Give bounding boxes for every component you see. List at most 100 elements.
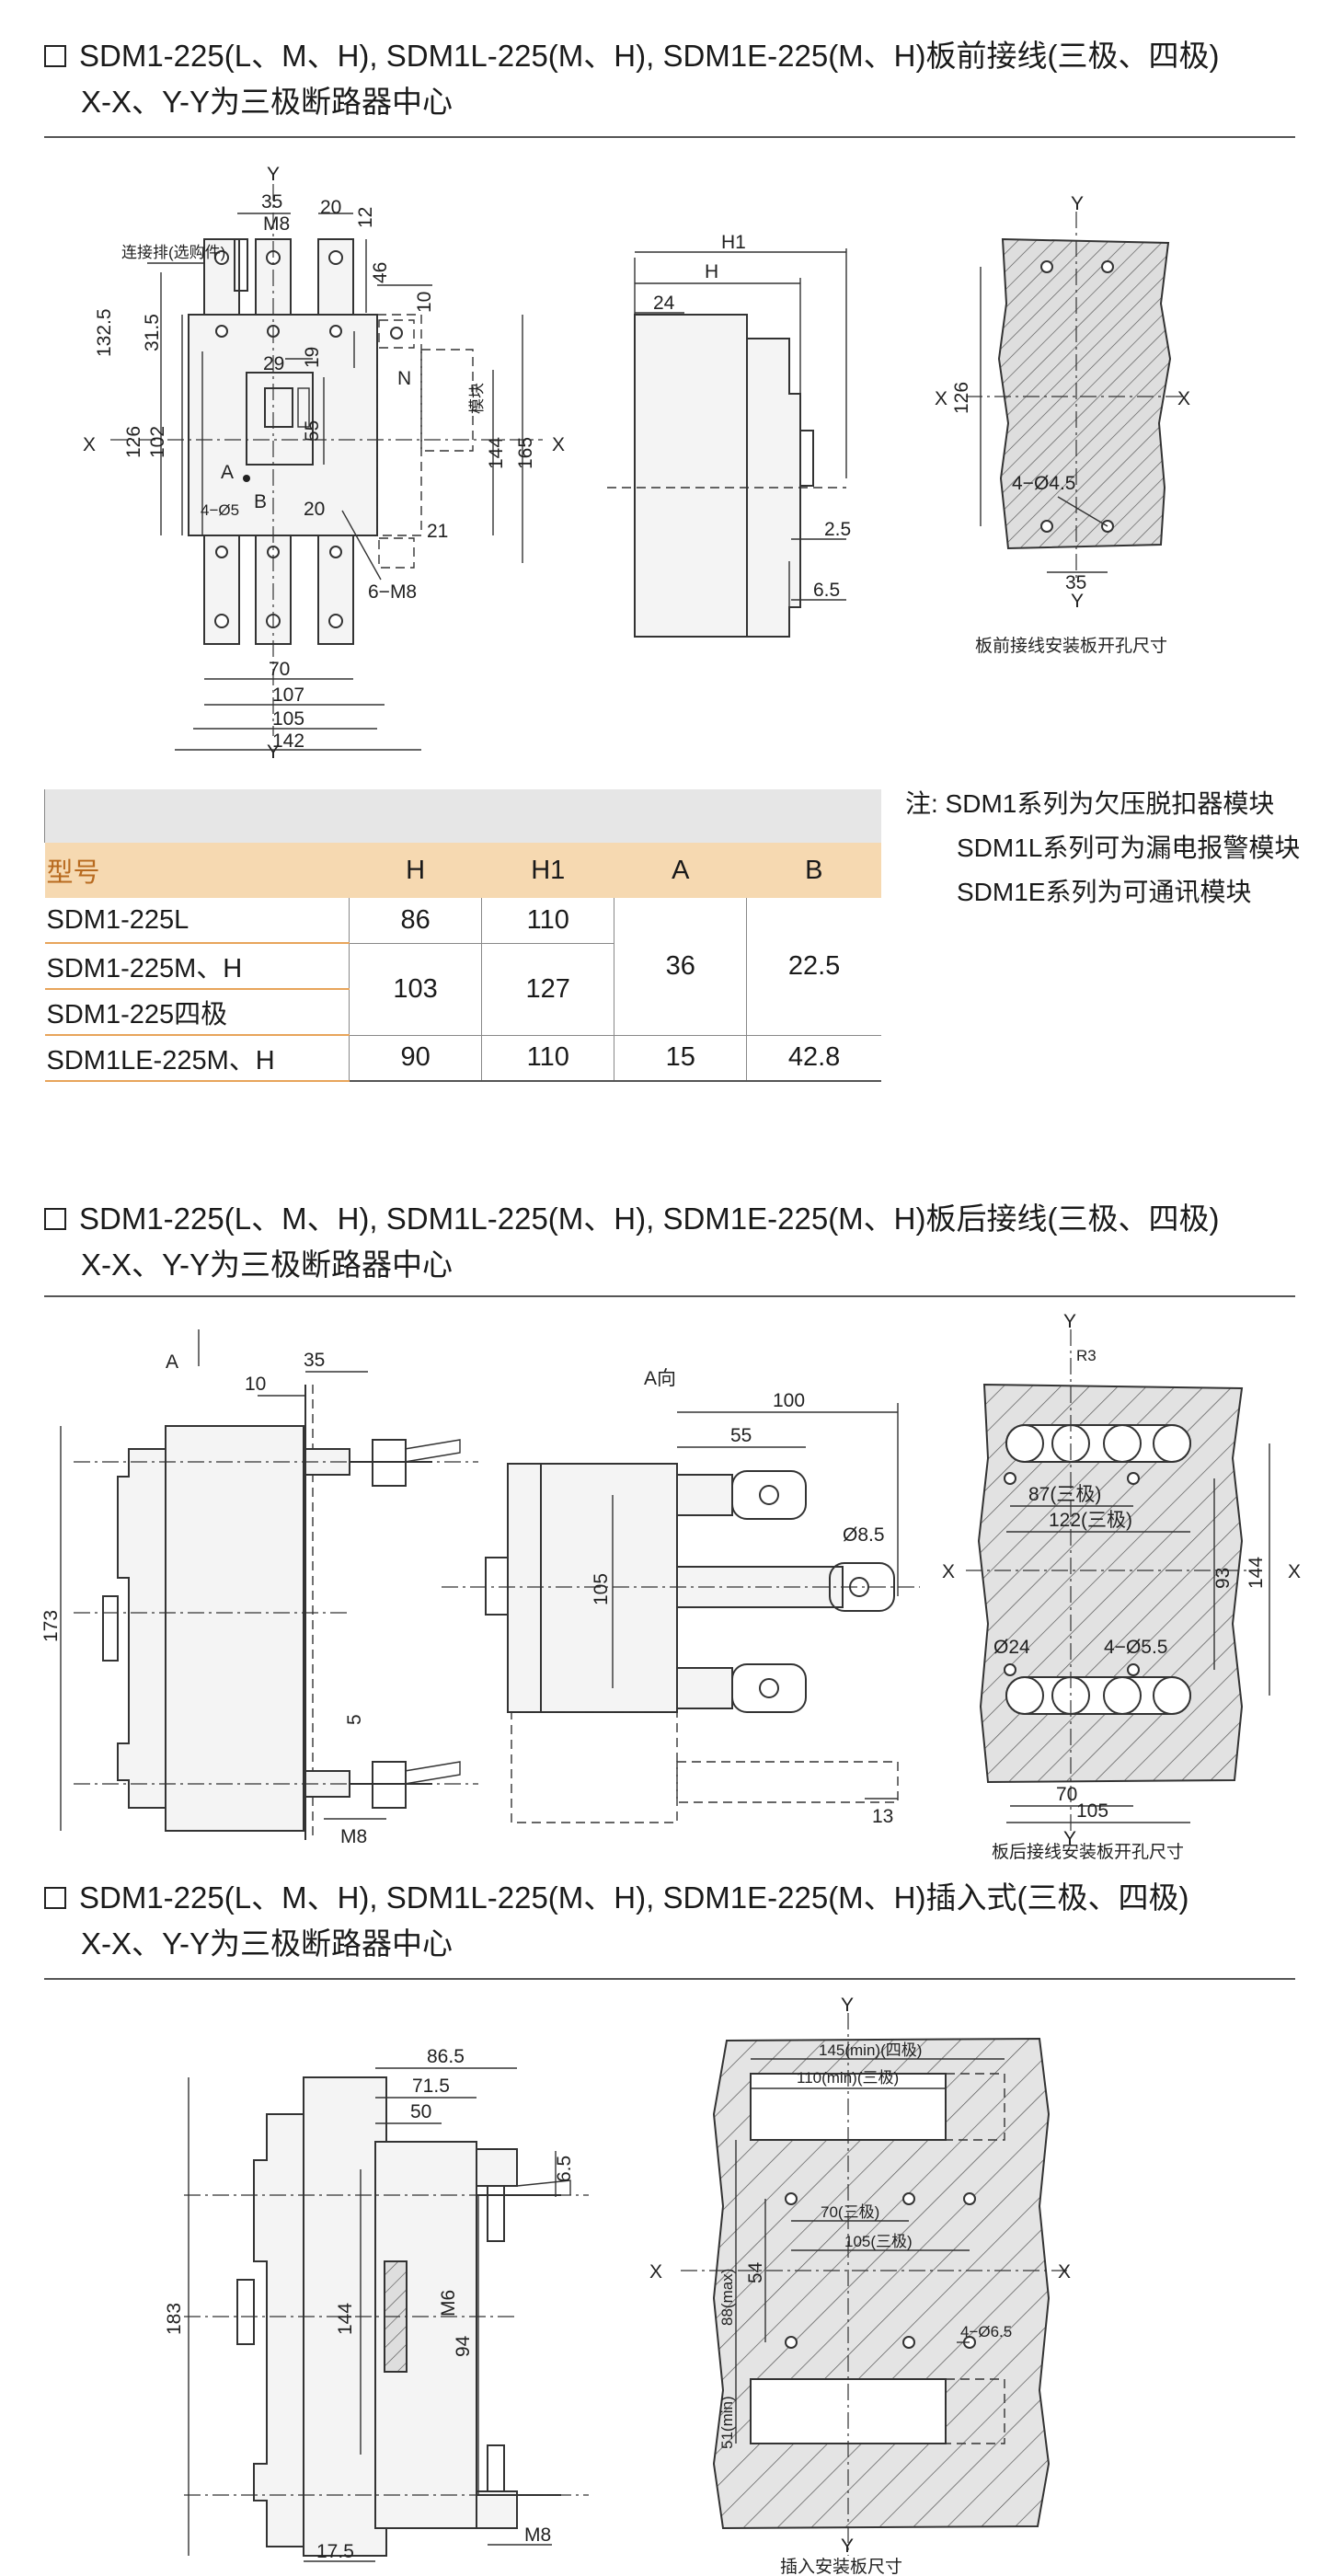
spec-table: 型号 H H1 A B SDM1-225L 86 110 36 22.5 SDM… xyxy=(44,789,881,1082)
terminal-bolt xyxy=(329,546,342,558)
plugin-dim-144: 144 xyxy=(335,2303,356,2335)
plugin-window-top-4p xyxy=(945,2073,1005,2141)
panel-axis-x: X xyxy=(935,388,947,409)
plugin-panel-dim-105: 105(三极) xyxy=(844,2233,913,2250)
cell-b: 42.8 xyxy=(746,1035,881,1082)
cell-h1: 127 xyxy=(481,943,614,1036)
plugin-nut-top xyxy=(487,2185,505,2242)
cell-a: 15 xyxy=(614,1035,747,1082)
aview-title: A向 xyxy=(644,1368,676,1389)
header-h: H xyxy=(349,843,482,898)
front-view xyxy=(110,184,543,751)
table-row: SDM1-225L 86 110 36 22.5 xyxy=(44,898,881,1036)
plugin-panel-dim-110: 110(min)(三极) xyxy=(797,2069,899,2087)
mount-hole xyxy=(902,2336,915,2349)
plugin-panel-dim-88: 88(max) xyxy=(718,2269,736,2326)
front-dim-29: 29 xyxy=(263,353,284,374)
front-dim-142: 142 xyxy=(272,730,304,752)
checkbox-square-icon xyxy=(44,1887,66,1909)
front-dim-31-5: 31.5 xyxy=(142,314,163,351)
plugin-stud-top xyxy=(476,2148,518,2187)
plugin-dim-50: 50 xyxy=(410,2101,431,2122)
side-dim-h: H xyxy=(705,261,718,282)
front-dim-126: 126 xyxy=(123,426,144,458)
front-callout-module: 模块 xyxy=(468,383,486,414)
rear-panel-axis-x: X xyxy=(942,1561,955,1582)
terminal-bolt xyxy=(328,614,343,628)
header-a: A xyxy=(614,843,747,898)
checkbox-square-icon xyxy=(44,1208,66,1230)
handle xyxy=(264,387,293,428)
terminal-bolt xyxy=(215,325,228,338)
rear-side-view xyxy=(60,1329,478,1840)
rear-dim-35: 35 xyxy=(304,1350,325,1371)
rear-panel-dim-r3: R3 xyxy=(1076,1347,1097,1364)
front-dim-35: 35 xyxy=(261,191,282,213)
rear-panel-dim-87: 87(三极) xyxy=(1028,1484,1101,1505)
terminal-bolt xyxy=(214,614,229,628)
table-row: SDM1-225四极 xyxy=(44,989,882,1036)
panel-dim-4-d4-5: 4−Ø4.5 xyxy=(1012,473,1075,494)
handle-slot xyxy=(297,387,310,428)
plugin-dim-17-5: 17.5 xyxy=(316,2541,354,2562)
aview-stud-1 xyxy=(676,1474,733,1516)
mount-hole xyxy=(1127,1663,1140,1676)
panel-axis-y2: Y xyxy=(1071,591,1084,612)
rear-dim-10: 10 xyxy=(245,1374,266,1395)
section-3-title: SDM1-225(L、M、H), SDM1L-225(M、H), SDM1E-2… xyxy=(44,1875,1295,1967)
rear-panel-axis-x2: X xyxy=(1288,1561,1301,1582)
breaker-body xyxy=(188,314,378,536)
front-callout-connection-bar: 连接排(选购件) xyxy=(121,244,225,261)
rear-front-cover xyxy=(117,1448,166,1809)
mount-hole xyxy=(963,2192,976,2205)
section-1-rule xyxy=(44,136,1295,138)
front-label-n: N xyxy=(397,368,411,389)
front-dim-19: 19 xyxy=(302,347,323,368)
rear-panel-axis-y: Y xyxy=(1063,1311,1076,1332)
cell-a-merged: 36 xyxy=(614,898,747,1036)
plugin-panel-axis-x2: X xyxy=(1058,2261,1071,2283)
front-dim-132-5: 132.5 xyxy=(94,308,115,357)
front-dim-6-m8: 6−M8 xyxy=(368,581,417,603)
aview-dim-13: 13 xyxy=(872,1806,893,1827)
plugin-window-bottom-4p xyxy=(945,2378,1005,2444)
stud-hole xyxy=(1103,1676,1142,1715)
front-dim-165: 165 xyxy=(515,437,536,469)
front-axis-y: Y xyxy=(267,164,280,185)
side-dim-2-5: 2.5 xyxy=(824,519,851,540)
plugin-panel-dim-70: 70(三极) xyxy=(821,2203,879,2221)
mount-hole xyxy=(1004,1663,1016,1676)
aview-dim-55: 55 xyxy=(730,1425,752,1446)
plugin-panel-dim-54: 54 xyxy=(745,2261,766,2283)
aview-stud-3 xyxy=(676,1667,733,1709)
front-dim-70: 70 xyxy=(269,659,290,680)
aview-fourth-pole xyxy=(511,1711,678,1823)
aview-lug-2 xyxy=(829,1562,895,1612)
mount-hole xyxy=(785,2192,798,2205)
front-dim-102: 102 xyxy=(147,426,168,458)
cell-h1: 110 xyxy=(481,898,614,944)
plugin-dim-m8: M8 xyxy=(524,2524,551,2546)
cell-b-merged: 22.5 xyxy=(746,898,881,1036)
plugin-dim-71-5: 71.5 xyxy=(412,2076,450,2097)
rear-panel-dim-70: 70 xyxy=(1056,1784,1077,1805)
side-dim-6-5: 6.5 xyxy=(813,580,840,601)
stud-hole xyxy=(1005,1424,1044,1463)
panel-dim-35: 35 xyxy=(1065,572,1086,593)
section-3-rule xyxy=(44,1978,1295,1980)
mount-hole xyxy=(1101,260,1114,273)
rear-panel-axis-y2: Y xyxy=(1063,1828,1076,1849)
stud-hole xyxy=(1103,1424,1142,1463)
plugin-panel-dim-145: 145(min)(四极) xyxy=(819,2041,922,2059)
cell-h: 90 xyxy=(349,1035,482,1082)
rear-dim-5: 5 xyxy=(344,1714,365,1725)
lug-hole xyxy=(759,1678,779,1698)
mount-hole xyxy=(1040,520,1053,533)
front-label-b: B xyxy=(254,491,267,512)
checkbox-square-icon xyxy=(44,45,66,67)
lug-hole xyxy=(759,1485,779,1505)
module-outline xyxy=(420,349,474,452)
terminal-bolt xyxy=(329,325,342,338)
header-model: 型号 xyxy=(44,843,350,898)
front-panel-cutout xyxy=(966,212,1187,580)
